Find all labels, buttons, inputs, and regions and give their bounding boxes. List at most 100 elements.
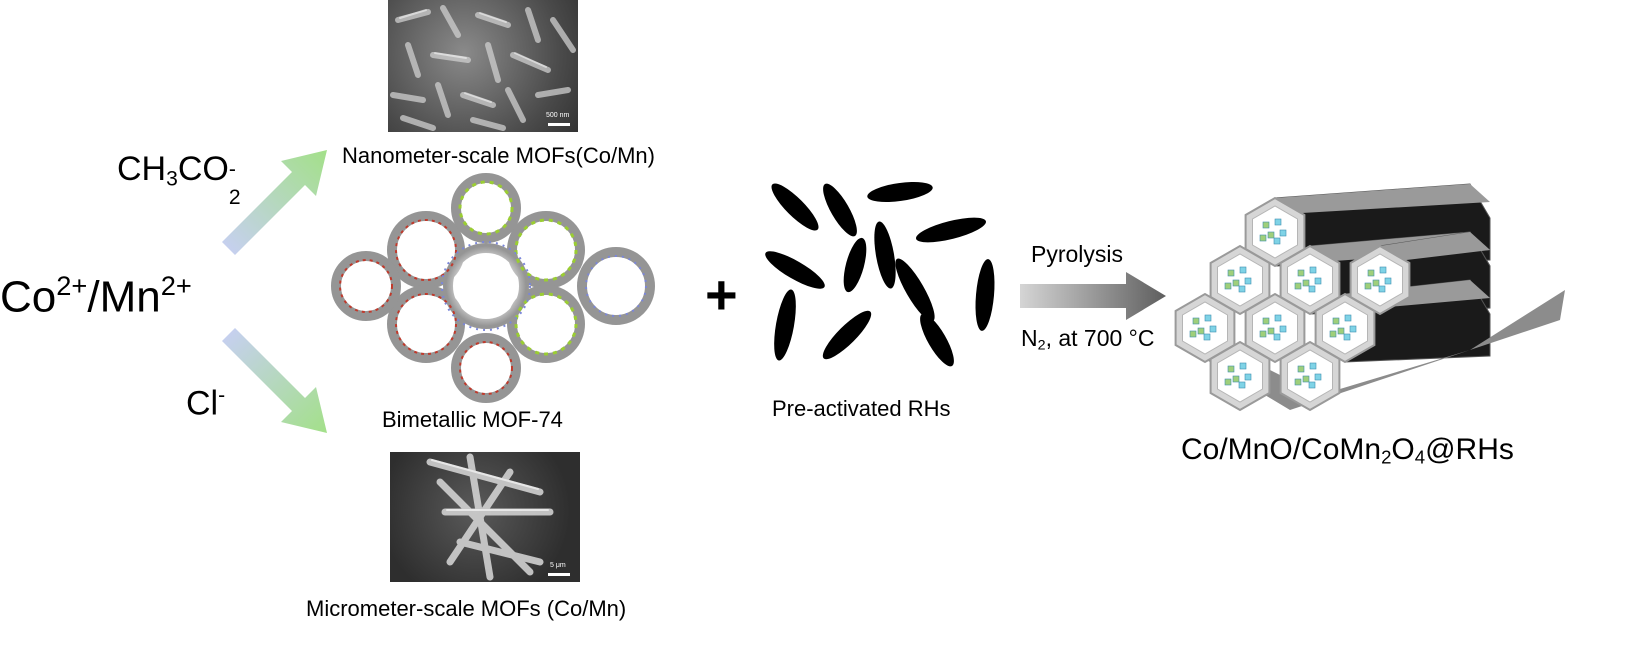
nanorod-texture (390, 5, 576, 131)
nanoparticle (1224, 378, 1232, 386)
hex-cell-inner (1217, 349, 1263, 403)
hex-cell-inner (1252, 205, 1298, 259)
pyrolysis-condition: N2, at 700 °C (1021, 325, 1155, 354)
product-label: Co/MnO/CoMn2O4@RHs (1181, 433, 1514, 469)
husk (771, 183, 819, 231)
nanoparticle (1302, 279, 1310, 287)
nanoparticle (1227, 269, 1235, 277)
husk (822, 310, 872, 360)
nanoparticle (1367, 269, 1375, 277)
husk (916, 217, 986, 243)
nanoparticle (1192, 317, 1200, 325)
nanoparticle (1378, 285, 1386, 293)
micrometer-mof-caption: Micrometer-scale MOFs (Co/Mn) (306, 596, 627, 621)
hex-cell-inner (1182, 301, 1228, 355)
nanoparticle (1267, 231, 1275, 239)
acetate-sub1: 3 (166, 167, 178, 191)
nanoparticle (1384, 277, 1392, 285)
nanoparticle (1273, 237, 1281, 245)
scale-bar-bottom (548, 573, 570, 576)
nanoparticle (1309, 266, 1317, 274)
nanoparticle (1332, 317, 1340, 325)
product-part3: @RHs (1425, 433, 1514, 466)
husk (774, 289, 796, 361)
hex-cell-inner (1322, 301, 1368, 355)
nanoparticle (1372, 279, 1380, 287)
nanoparticle (1274, 314, 1282, 322)
gas-symbol: N (1021, 325, 1038, 351)
hex-cell-inner (1217, 253, 1263, 307)
sem-image-nanometer: 500 nm (388, 0, 578, 132)
nanoparticle (1238, 381, 1246, 389)
nanoparticle (1314, 373, 1322, 381)
nanoparticle (1273, 333, 1281, 341)
scale-bar-top (548, 123, 570, 126)
nanoparticle (1197, 327, 1205, 335)
acetate-part2: CO (177, 150, 229, 188)
reactant-label: Co2+/Mn2+ (0, 270, 192, 322)
husk (874, 221, 896, 289)
ion-separator: / (87, 272, 100, 322)
husk (895, 258, 935, 322)
nanoparticle (1232, 279, 1240, 287)
mof74-structure (331, 173, 655, 403)
husk (920, 313, 954, 367)
nanoparticle (1308, 381, 1316, 389)
nanoparticle (1203, 333, 1211, 341)
tube-top-face (1380, 232, 1490, 262)
nanoparticle (1232, 375, 1240, 383)
nanoparticle (1244, 373, 1252, 381)
product-part2: O (1391, 433, 1415, 466)
nanoparticle (1204, 314, 1212, 322)
chloride-symbol: Cl (186, 384, 219, 423)
product-sub1: 2 (1381, 446, 1392, 468)
nanoparticle (1349, 325, 1357, 333)
nanoparticle (1189, 330, 1197, 338)
nanoparticle (1239, 362, 1247, 370)
ion2-symbol: Mn (99, 272, 161, 322)
husk (975, 259, 995, 331)
nanoparticle (1309, 362, 1317, 370)
husk (843, 237, 867, 293)
nanoparticle (1302, 375, 1310, 383)
husk (765, 251, 825, 289)
mof74-caption: Bimetallic MOF-74 (382, 407, 563, 432)
nanoparticle (1238, 285, 1246, 293)
hex-cell-inner (1287, 349, 1333, 403)
pyrolysis-label: Pyrolysis (1031, 241, 1124, 267)
temperature-condition: , at 700 °C (1045, 325, 1155, 351)
scale-label-bottom: 5 μm (550, 562, 566, 569)
chloride-label: Cl- (186, 384, 225, 424)
nanoparticle (1209, 325, 1217, 333)
nanoparticle (1364, 282, 1372, 290)
nanoparticle (1244, 277, 1252, 285)
nanoparticle (1279, 229, 1287, 237)
hex-cell-inner (1252, 301, 1298, 355)
nanoparticle (1337, 327, 1345, 335)
nanoparticle (1314, 277, 1322, 285)
nanoparticle (1262, 221, 1270, 229)
nanoparticle (1329, 330, 1337, 338)
scale-label-top: 500 nm (546, 112, 570, 119)
product-hex-bundle (1174, 183, 1565, 412)
nanoparticle (1227, 365, 1235, 373)
nanoparticle (1274, 218, 1282, 226)
ion1-symbol: Co (0, 272, 57, 322)
acetate-charge: - (228, 158, 236, 181)
nanoparticle (1279, 325, 1287, 333)
nanoparticle (1224, 282, 1232, 290)
product-sub2: 4 (1414, 446, 1426, 468)
hex-cell-inner (1287, 253, 1333, 307)
acetate-label: CH3CO-2 (117, 150, 245, 209)
nanoparticle (1379, 266, 1387, 274)
husk (867, 181, 933, 203)
ion2-charge: 2+ (160, 270, 192, 301)
husk (823, 183, 857, 237)
nanoparticle (1294, 282, 1302, 290)
nanometer-mof-caption: Nanometer-scale MOFs(Co/Mn) (342, 143, 655, 168)
tube-top-face (1275, 184, 1490, 214)
chloride-charge: - (218, 384, 226, 407)
nanoparticle (1259, 234, 1267, 242)
